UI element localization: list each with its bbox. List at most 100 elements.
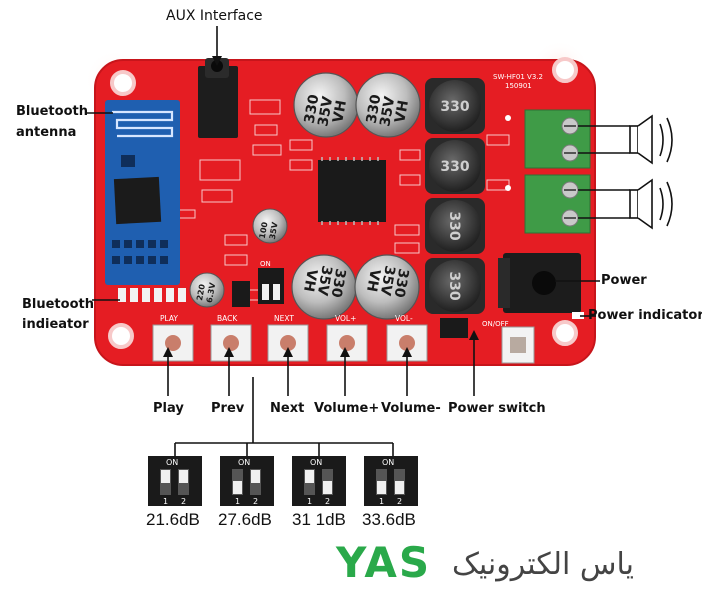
- label-bluetooth-indicator-1: Bluetooth: [22, 297, 94, 312]
- gain-label: 27.6dB: [218, 510, 272, 529]
- black-chip: [232, 281, 250, 307]
- bluetooth-indicator-leds: [118, 288, 186, 302]
- bluetooth-chip: [113, 176, 162, 225]
- label-aux-interface: AUX Interface: [166, 8, 263, 24]
- dip-number: 2: [397, 497, 402, 506]
- dip-on-label: ON: [238, 458, 250, 467]
- label-volume-down: Volume-: [381, 401, 441, 416]
- gain-label: 21.6dB: [146, 510, 200, 529]
- svg-text:PLAY: PLAY: [160, 314, 178, 323]
- svg-text:330: 330: [440, 99, 469, 115]
- pcb-version: SW-HF01 V3.2: [493, 73, 543, 81]
- brand-text: یاس الکترونیک: [452, 547, 635, 582]
- power-jack: [498, 253, 581, 313]
- svg-text:330: 330: [446, 211, 462, 240]
- inductor: 330: [425, 198, 485, 254]
- svg-text:100 35V: 100 35V: [258, 219, 280, 242]
- label-prev: Prev: [211, 401, 245, 416]
- dip-number: 1: [163, 497, 168, 506]
- gain-label: 31 1dB: [292, 510, 346, 529]
- capacitor-small-220: 220 6.3V: [189, 272, 225, 308]
- bluetooth-module: [105, 100, 180, 285]
- svg-text:NEXT: NEXT: [274, 314, 294, 323]
- aux-jack: [198, 58, 238, 138]
- capacitor-large: 330 35V VH: [354, 254, 420, 320]
- dip-lever: [233, 481, 242, 494]
- svg-text:330 35V VH: 330 35V VH: [362, 262, 411, 304]
- dip-switch-2: ON 1 2: [220, 456, 274, 506]
- svg-text:BACK: BACK: [217, 314, 238, 323]
- board-dip-switch: ON: [258, 260, 284, 304]
- dip-number: 1: [235, 497, 240, 506]
- svg-text:VOL-: VOL-: [395, 314, 413, 323]
- label-volume-up: Volume+: [314, 401, 380, 416]
- label-bluetooth-indicator-2: indieator: [22, 317, 89, 332]
- svg-text:330 35V VH: 330 35V VH: [364, 88, 413, 130]
- dip-body: [292, 456, 346, 506]
- svg-text:330 35V VH: 330 35V VH: [299, 262, 348, 304]
- inductor: 330: [425, 78, 485, 134]
- dip-switch-3: ON 1 2: [292, 456, 346, 506]
- dip-number: 1: [379, 497, 384, 506]
- label-next: Next: [270, 401, 305, 416]
- dip-switch-diagrams: ON 1 2 ON 1 2 ON 1 2 ON 1 2: [148, 456, 418, 506]
- dip-lever: [161, 470, 170, 483]
- label-power-switch: Power switch: [448, 401, 546, 416]
- dip-number: 2: [253, 497, 258, 506]
- svg-text:ON: ON: [260, 260, 271, 268]
- label-power: Power: [601, 273, 647, 288]
- leader-lines: [86, 26, 600, 456]
- label-power-indicator: Power indicator: [588, 308, 702, 323]
- dip-lever: [323, 481, 332, 494]
- svg-text:330 35V VH: 330 35V VH: [302, 88, 351, 130]
- capacitor-small-100: 100 35V: [252, 208, 288, 244]
- label-bluetooth-antenna-2: antenna: [16, 125, 77, 140]
- arrowheads: [163, 56, 479, 357]
- gain-label: 33.6dB: [362, 510, 416, 529]
- on-off-silk: ON/OFF: [482, 320, 509, 328]
- pcb-date: 150901: [505, 82, 532, 90]
- capacitor-large: 330 35V VH: [291, 254, 357, 320]
- brand-logo: YAS: [336, 538, 432, 587]
- dip-number: 1: [307, 497, 312, 506]
- label-bluetooth-antenna-1: Bluetooth: [16, 104, 88, 119]
- small-ic: [440, 318, 468, 338]
- speaker-icon: [578, 178, 673, 230]
- dip-lever: [377, 481, 386, 494]
- dip-on-label: ON: [310, 458, 322, 467]
- bluetooth-antenna-trace: [112, 110, 174, 138]
- amplifier-chip: [318, 160, 386, 222]
- inductor: 330: [425, 138, 485, 194]
- svg-text:VOL+: VOL+: [335, 314, 356, 323]
- speaker-terminal-1: [524, 109, 591, 169]
- speaker-icon: [578, 114, 673, 165]
- terminal-leds: [505, 115, 511, 191]
- svg-text:220 6.3V: 220 6.3V: [195, 279, 217, 303]
- dip-number: 2: [181, 497, 186, 506]
- capacitor-large: 330 35V VH: [355, 72, 421, 138]
- dip-body: [148, 456, 202, 506]
- dip-lever: [251, 470, 260, 483]
- dip-lever: [395, 481, 404, 494]
- inductor: 330: [425, 258, 485, 314]
- power-indicator-led: [572, 312, 584, 319]
- dip-lever: [305, 470, 314, 483]
- dip-on-label: ON: [166, 458, 178, 467]
- svg-text:330: 330: [446, 271, 462, 300]
- dip-lever: [179, 470, 188, 483]
- dip-switch-1: ON 1 2: [148, 456, 202, 506]
- capacitor-large: 330 35V VH: [293, 72, 359, 138]
- power-switch: [501, 326, 535, 364]
- button-silk-labels: PLAY BACK NEXT VOL+ VOL-: [160, 314, 413, 323]
- mounting-holes: [108, 57, 578, 349]
- label-play: Play: [153, 401, 184, 416]
- svg-text:330: 330: [440, 159, 469, 175]
- dip-switch-4: ON 1 2: [364, 456, 418, 506]
- dip-on-label: ON: [382, 458, 394, 467]
- dip-number: 2: [325, 497, 330, 506]
- dip-body: [220, 456, 274, 506]
- dip-body: [364, 456, 418, 506]
- speaker-terminal-2: [524, 174, 591, 234]
